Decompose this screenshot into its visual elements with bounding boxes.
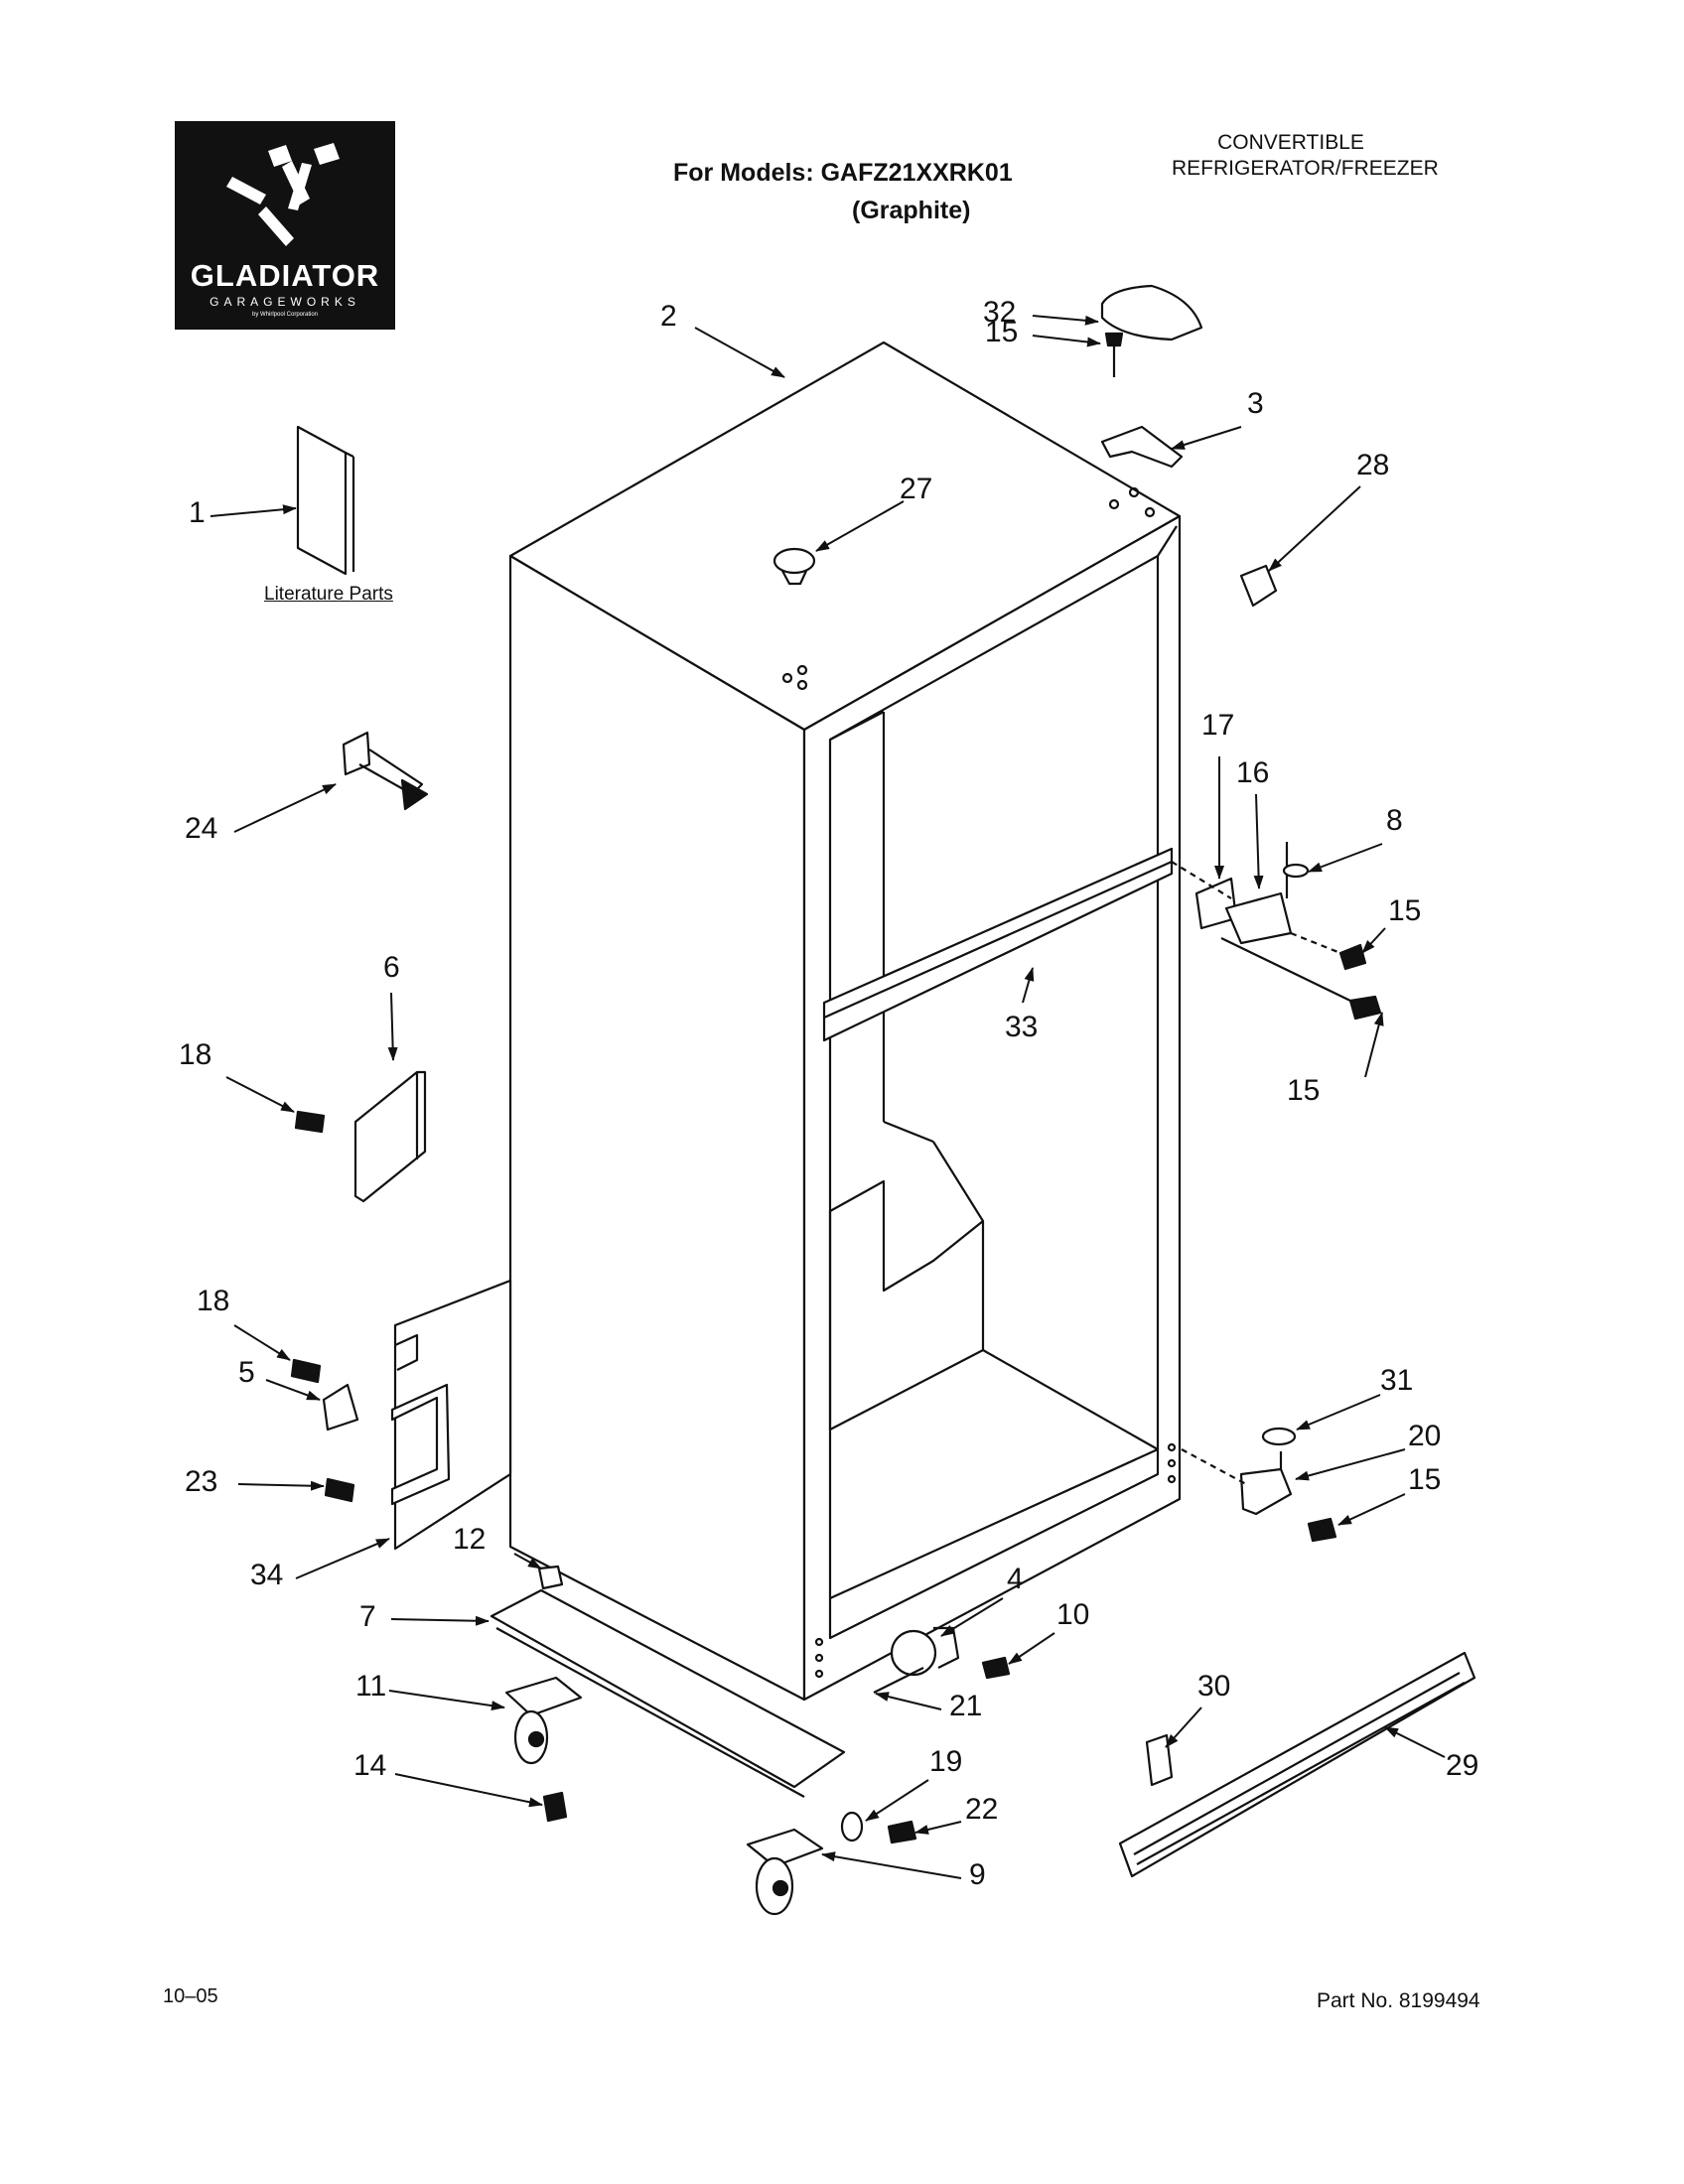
logo-emblem (226, 143, 340, 246)
callout-22: 22 (965, 1793, 999, 1826)
callout-9: 9 (969, 1858, 986, 1891)
literature-parts-label: Literature Parts (264, 584, 393, 605)
callout-5: 5 (238, 1356, 255, 1389)
mullion-bar (822, 847, 1174, 1042)
callout-8: 8 (1386, 804, 1403, 837)
callout-23: 23 (185, 1465, 218, 1498)
gladiator-logo: GLADIATOR GARAGEWORKS by Whirlpool Corpo… (175, 121, 395, 330)
brand-maker: by Whirlpool Corporation (251, 312, 319, 318)
brand-name: GLADIATOR (190, 258, 380, 293)
callout-29: 29 (1446, 1749, 1479, 1782)
callout-11: 11 (355, 1670, 387, 1703)
product-type-line1: CONVERTIBLE (1217, 131, 1364, 154)
cabinet-outline (508, 341, 1182, 1702)
callout-14: 14 (353, 1749, 387, 1782)
callout-15: 15 (985, 316, 1019, 348)
variant-label: (Graphite) (852, 197, 971, 224)
callout-20: 20 (1408, 1420, 1442, 1452)
callout-4: 4 (1007, 1563, 1024, 1595)
callout-19: 19 (929, 1745, 963, 1778)
brand-subtitle: GARAGEWORKS (210, 295, 360, 309)
callout-1: 1 (189, 496, 206, 529)
date-code: 10–05 (163, 1985, 218, 2007)
callout-33: 33 (1005, 1011, 1039, 1043)
callout-17: 17 (1201, 709, 1235, 742)
part-number: Part No. 8199494 (1317, 1989, 1480, 2012)
callout-18: 18 (197, 1285, 230, 1317)
callout-21: 21 (949, 1690, 983, 1722)
callout-12: 12 (453, 1523, 487, 1556)
leader-lines (210, 315, 1446, 1879)
callout-15: 15 (1287, 1074, 1321, 1107)
callout-3: 3 (1247, 387, 1264, 420)
callout-15: 15 (1388, 894, 1422, 927)
callout-6: 6 (383, 951, 400, 984)
callout-2: 2 (660, 300, 677, 333)
callout-10: 10 (1056, 1598, 1090, 1631)
callout-32: 32 (983, 296, 1017, 329)
callout-28: 28 (1356, 449, 1390, 481)
callout-16: 16 (1236, 756, 1270, 789)
callout-34: 34 (250, 1559, 284, 1591)
callout-30: 30 (1197, 1670, 1231, 1703)
callout-18: 18 (179, 1038, 212, 1071)
product-type-line2: REFRIGERATOR/FREEZER (1172, 157, 1439, 180)
callout-7: 7 (359, 1600, 376, 1633)
models-label: For Models: GAFZ21XXRK01 (673, 159, 1013, 187)
callout-15: 15 (1408, 1463, 1442, 1496)
callout-24: 24 (185, 812, 218, 845)
callout-31: 31 (1380, 1364, 1414, 1397)
callout-27: 27 (900, 473, 933, 505)
